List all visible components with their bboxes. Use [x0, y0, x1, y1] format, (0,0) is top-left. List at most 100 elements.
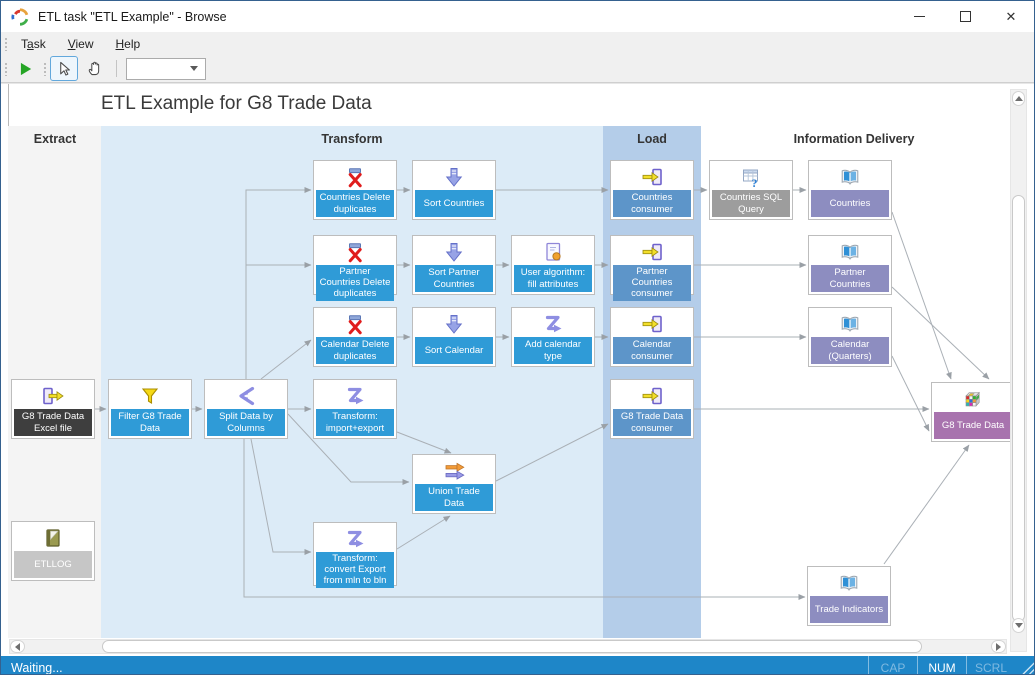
- delete-duplicates-icon: [316, 310, 394, 337]
- node-label-union-trade-data: Union Trade Data: [415, 484, 493, 511]
- menu-task[interactable]: Task: [10, 34, 57, 54]
- toolbar: [1, 55, 1034, 83]
- sort-arrow-icon: [415, 238, 493, 265]
- node-sort-countries[interactable]: Sort Countries: [412, 160, 496, 220]
- column-header-load: Load: [637, 132, 667, 146]
- caps-lock-indicator: CAP: [868, 656, 917, 674]
- node-label-sort-calendar: Sort Calendar: [415, 337, 493, 364]
- node-partner-consumer[interactable]: Partner Countries consumer: [610, 235, 694, 301]
- node-countries-sql-query[interactable]: ?Countries SQL Query: [709, 160, 793, 220]
- minimize-button[interactable]: [896, 1, 942, 32]
- sort-arrow-icon: [415, 310, 493, 337]
- node-transform-import-export[interactable]: Transform: import+export: [313, 379, 397, 439]
- node-g8-cube[interactable]: G8 Trade Data: [931, 382, 1015, 442]
- node-calendar-dim[interactable]: Calendar (Quarters): [808, 307, 892, 367]
- node-label-partner-consumer: Partner Countries consumer: [613, 265, 691, 301]
- menu-task-key: a: [27, 36, 34, 51]
- scroll-right-icon: [996, 642, 1001, 651]
- toolbar-grip-2: [42, 61, 46, 76]
- node-label-g8-cube: G8 Trade Data: [934, 412, 1012, 439]
- book-icon: [811, 310, 889, 337]
- node-calendar-dedup[interactable]: Calendar Delete duplicates: [313, 307, 397, 367]
- horizontal-scroll-thumb[interactable]: [102, 640, 922, 653]
- scroll-lock-indicator: SCRL: [966, 656, 1015, 674]
- hand-icon: [88, 61, 99, 76]
- node-countries-dedup[interactable]: Countries Delete duplicates: [313, 160, 397, 220]
- scroll-right-button[interactable]: [991, 640, 1006, 653]
- delete-duplicates-icon: [316, 163, 394, 190]
- node-sort-partner[interactable]: Sort Partner Countries: [412, 235, 496, 295]
- node-g8-excel-file[interactable]: G8 Trade Data Excel file: [11, 379, 95, 439]
- sql-query-icon: ?: [712, 163, 790, 190]
- zoom-combobox[interactable]: [126, 57, 206, 80]
- node-add-calendar-type[interactable]: Add calendar type: [511, 307, 595, 367]
- transform-z-icon: [316, 382, 394, 409]
- node-label-transform-convert: Transform: convert Export from mln to bl…: [316, 552, 394, 588]
- run-button[interactable]: [11, 56, 39, 81]
- consumer-door-icon: [613, 238, 691, 265]
- node-partner-dim[interactable]: Partner Countries: [808, 235, 892, 295]
- node-label-g8-excel-file: G8 Trade Data Excel file: [14, 409, 92, 436]
- select-tool-button[interactable]: [50, 56, 78, 81]
- close-button[interactable]: ✕: [988, 1, 1034, 32]
- scroll-down-icon: [1014, 623, 1023, 628]
- node-etllog[interactable]: ETLLOG: [11, 521, 95, 581]
- consumer-door-icon: [613, 310, 691, 337]
- node-label-calendar-dedup: Calendar Delete duplicates: [316, 337, 394, 364]
- edge-connector-28: [883, 444, 970, 565]
- horizontal-scrollbar[interactable]: [9, 639, 1007, 654]
- node-label-countries-consumer: Countries consumer: [613, 190, 691, 217]
- app-logo-icon: [11, 7, 29, 26]
- menu-help-post: elp: [124, 36, 141, 51]
- minimize-icon: [913, 16, 925, 17]
- node-countries-consumer[interactable]: Countries consumer: [610, 160, 694, 220]
- pan-tool-button[interactable]: [80, 56, 108, 81]
- node-countries-dim[interactable]: Countries: [808, 160, 892, 220]
- node-label-sort-countries: Sort Countries: [415, 190, 493, 217]
- scroll-up-icon: [1014, 96, 1023, 101]
- node-label-trade-indicators: Trade Indicators: [810, 596, 888, 623]
- book-icon: [811, 238, 889, 265]
- svg-text:?: ?: [752, 176, 758, 188]
- window-title: ETL task "ETL Example" - Browse: [38, 9, 227, 24]
- transform-z-icon: [316, 525, 394, 552]
- scroll-down-button[interactable]: [1012, 618, 1025, 633]
- scroll-up-button[interactable]: [1012, 91, 1025, 106]
- vertical-scroll-thumb[interactable]: [1012, 195, 1025, 622]
- menu-bar: Task View Help: [1, 32, 1034, 55]
- node-sort-calendar[interactable]: Sort Calendar: [412, 307, 496, 367]
- node-user-algorithm[interactable]: User algorithm: fill attributes: [511, 235, 595, 295]
- delete-duplicates-icon: [316, 238, 394, 265]
- node-label-transform-import-export: Transform: import+export: [316, 409, 394, 436]
- book-icon: [811, 163, 889, 190]
- menu-help[interactable]: Help: [105, 34, 152, 54]
- maximize-button[interactable]: [942, 1, 988, 32]
- node-transform-convert[interactable]: Transform: convert Export from mln to bl…: [313, 522, 397, 588]
- node-trade-indicators[interactable]: Trade Indicators: [807, 566, 891, 626]
- funnel-icon: [111, 382, 189, 409]
- edge-connector-25: [891, 211, 952, 380]
- node-label-countries-dim: Countries: [811, 190, 889, 217]
- menu-task-post: sk: [33, 36, 46, 51]
- diagram-title: ETL Example for G8 Trade Data: [101, 93, 372, 114]
- close-icon: ✕: [1005, 9, 1017, 24]
- node-partner-dedup[interactable]: Partner Countries Delete duplicates: [313, 235, 397, 301]
- menu-view-post: iew: [75, 36, 94, 51]
- combobox-arrow-icon: [190, 66, 198, 71]
- node-split-data[interactable]: Split Data by Columns: [204, 379, 288, 439]
- menu-view-key: V: [67, 36, 76, 51]
- keyboard-state-indicators: CAP NUM SCRL: [868, 656, 1015, 674]
- scroll-left-button[interactable]: [10, 640, 25, 653]
- diagram-canvas[interactable]: ETL Example for G8 Trade Data Extract Tr…: [1, 83, 1034, 656]
- node-filter-g8[interactable]: Filter G8 Trade Data: [108, 379, 192, 439]
- menu-task-pre: T: [21, 36, 27, 51]
- resize-grip[interactable]: [1018, 658, 1034, 674]
- node-g8-consumer[interactable]: G8 Trade Data consumer: [610, 379, 694, 439]
- edge-connector-26: [891, 286, 990, 380]
- consumer-door-icon: [613, 382, 691, 409]
- node-calendar-consumer[interactable]: Calendar consumer: [610, 307, 694, 367]
- menu-view[interactable]: View: [57, 34, 105, 54]
- node-union-trade-data[interactable]: Union Trade Data: [412, 454, 496, 514]
- vertical-scrollbar[interactable]: [1010, 89, 1027, 652]
